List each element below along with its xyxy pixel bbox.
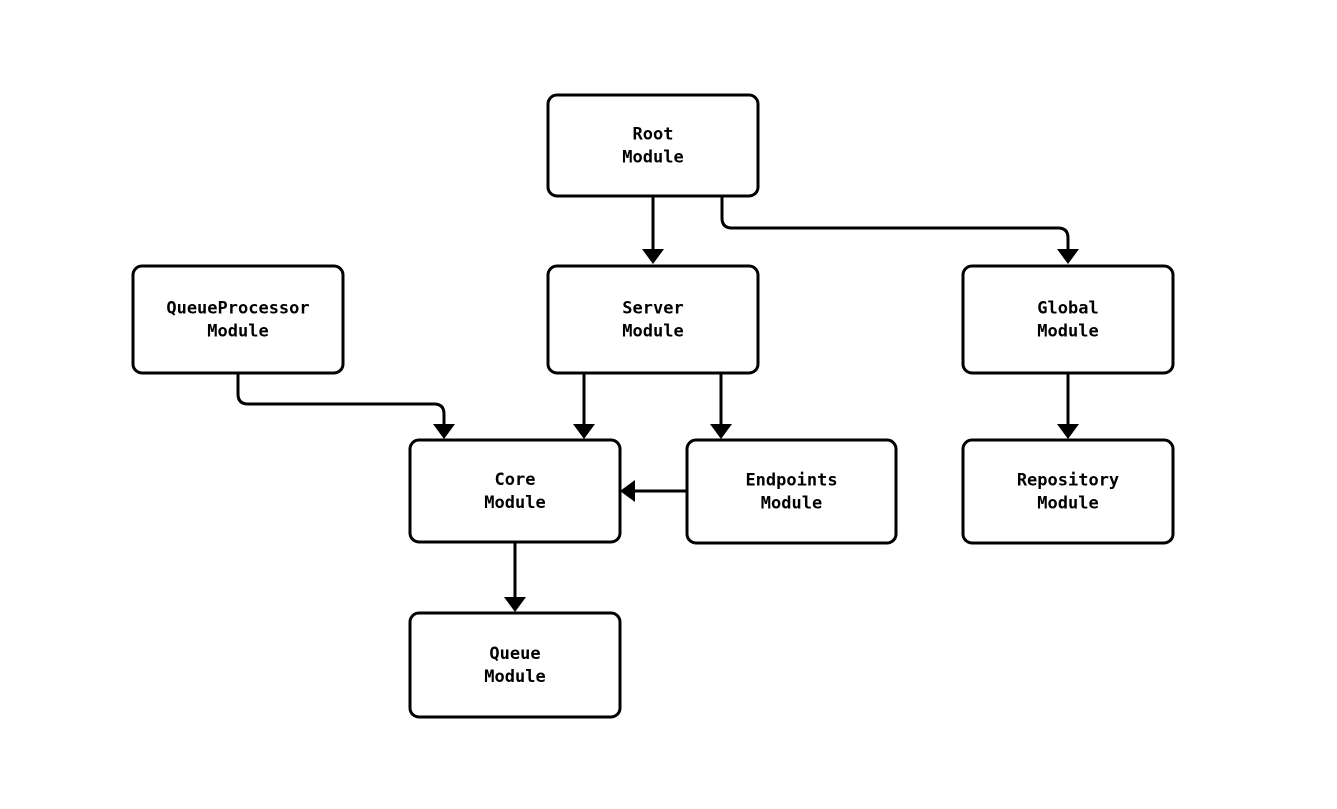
queueprocessor-module-label-line1: QueueProcessor <box>166 299 309 319</box>
edge-queueprocessor-to-core <box>236 373 455 439</box>
repository-module-label-line1: Repository <box>1017 471 1119 491</box>
edge-root-to-server-arrowhead-icon <box>642 249 664 264</box>
root-module-box[interactable] <box>546 93 760 198</box>
edge-endpoints-to-core <box>620 480 687 502</box>
queueprocessor-module-box[interactable] <box>131 264 345 375</box>
edge-endpoints-to-core-arrowhead-icon <box>620 480 635 502</box>
root-module-label-line1: Root <box>633 125 674 145</box>
edges-layer <box>236 196 1079 612</box>
queueprocessor-module-label-line2: Module <box>207 322 268 342</box>
server-module-box[interactable] <box>546 264 760 375</box>
edge-core-to-queue-arrowhead-icon <box>504 597 526 612</box>
endpoints-module-label-line2: Module <box>761 494 822 514</box>
edge-server-to-endpoints <box>710 373 732 439</box>
edge-queueprocessor-to-core-arrowhead-icon <box>433 424 455 439</box>
core-module-label-line1: Core <box>495 470 536 490</box>
server-module-label-line1: Server <box>622 299 683 319</box>
edge-queueprocessor-to-core-line <box>236 373 446 428</box>
queue-module-box[interactable] <box>408 611 622 719</box>
root-module-label-line2: Module <box>622 148 683 168</box>
edge-root-to-global-arrowhead-icon <box>1057 249 1079 264</box>
edge-server-to-core <box>573 373 595 439</box>
edge-root-to-server <box>642 196 664 264</box>
global-module-label-line1: Global <box>1037 299 1098 319</box>
edge-global-to-repository-arrowhead-icon <box>1057 424 1079 439</box>
edge-root-to-global <box>720 196 1079 264</box>
nodes-layer: RootModuleQueueProcessorModuleServerModu… <box>131 93 1175 719</box>
repository-module-label-line2: Module <box>1037 494 1098 514</box>
queue-module-label-line1: Queue <box>489 644 540 664</box>
endpoints-module-label-line1: Endpoints <box>745 471 837 491</box>
core-module-box[interactable] <box>408 438 622 544</box>
edge-server-to-endpoints-arrowhead-icon <box>710 424 732 439</box>
edge-server-to-core-arrowhead-icon <box>573 424 595 439</box>
queue-module-label-line2: Module <box>484 667 545 687</box>
global-module-box[interactable] <box>961 264 1175 375</box>
edge-core-to-queue <box>504 542 526 612</box>
edge-global-to-repository <box>1057 373 1079 439</box>
server-module-label-line2: Module <box>622 322 683 342</box>
endpoints-module-box[interactable] <box>685 438 898 545</box>
core-module-label-line2: Module <box>484 493 545 513</box>
repository-module-box[interactable] <box>961 438 1175 545</box>
global-module-label-line2: Module <box>1037 322 1098 342</box>
edge-root-to-global-line <box>720 196 1070 252</box>
